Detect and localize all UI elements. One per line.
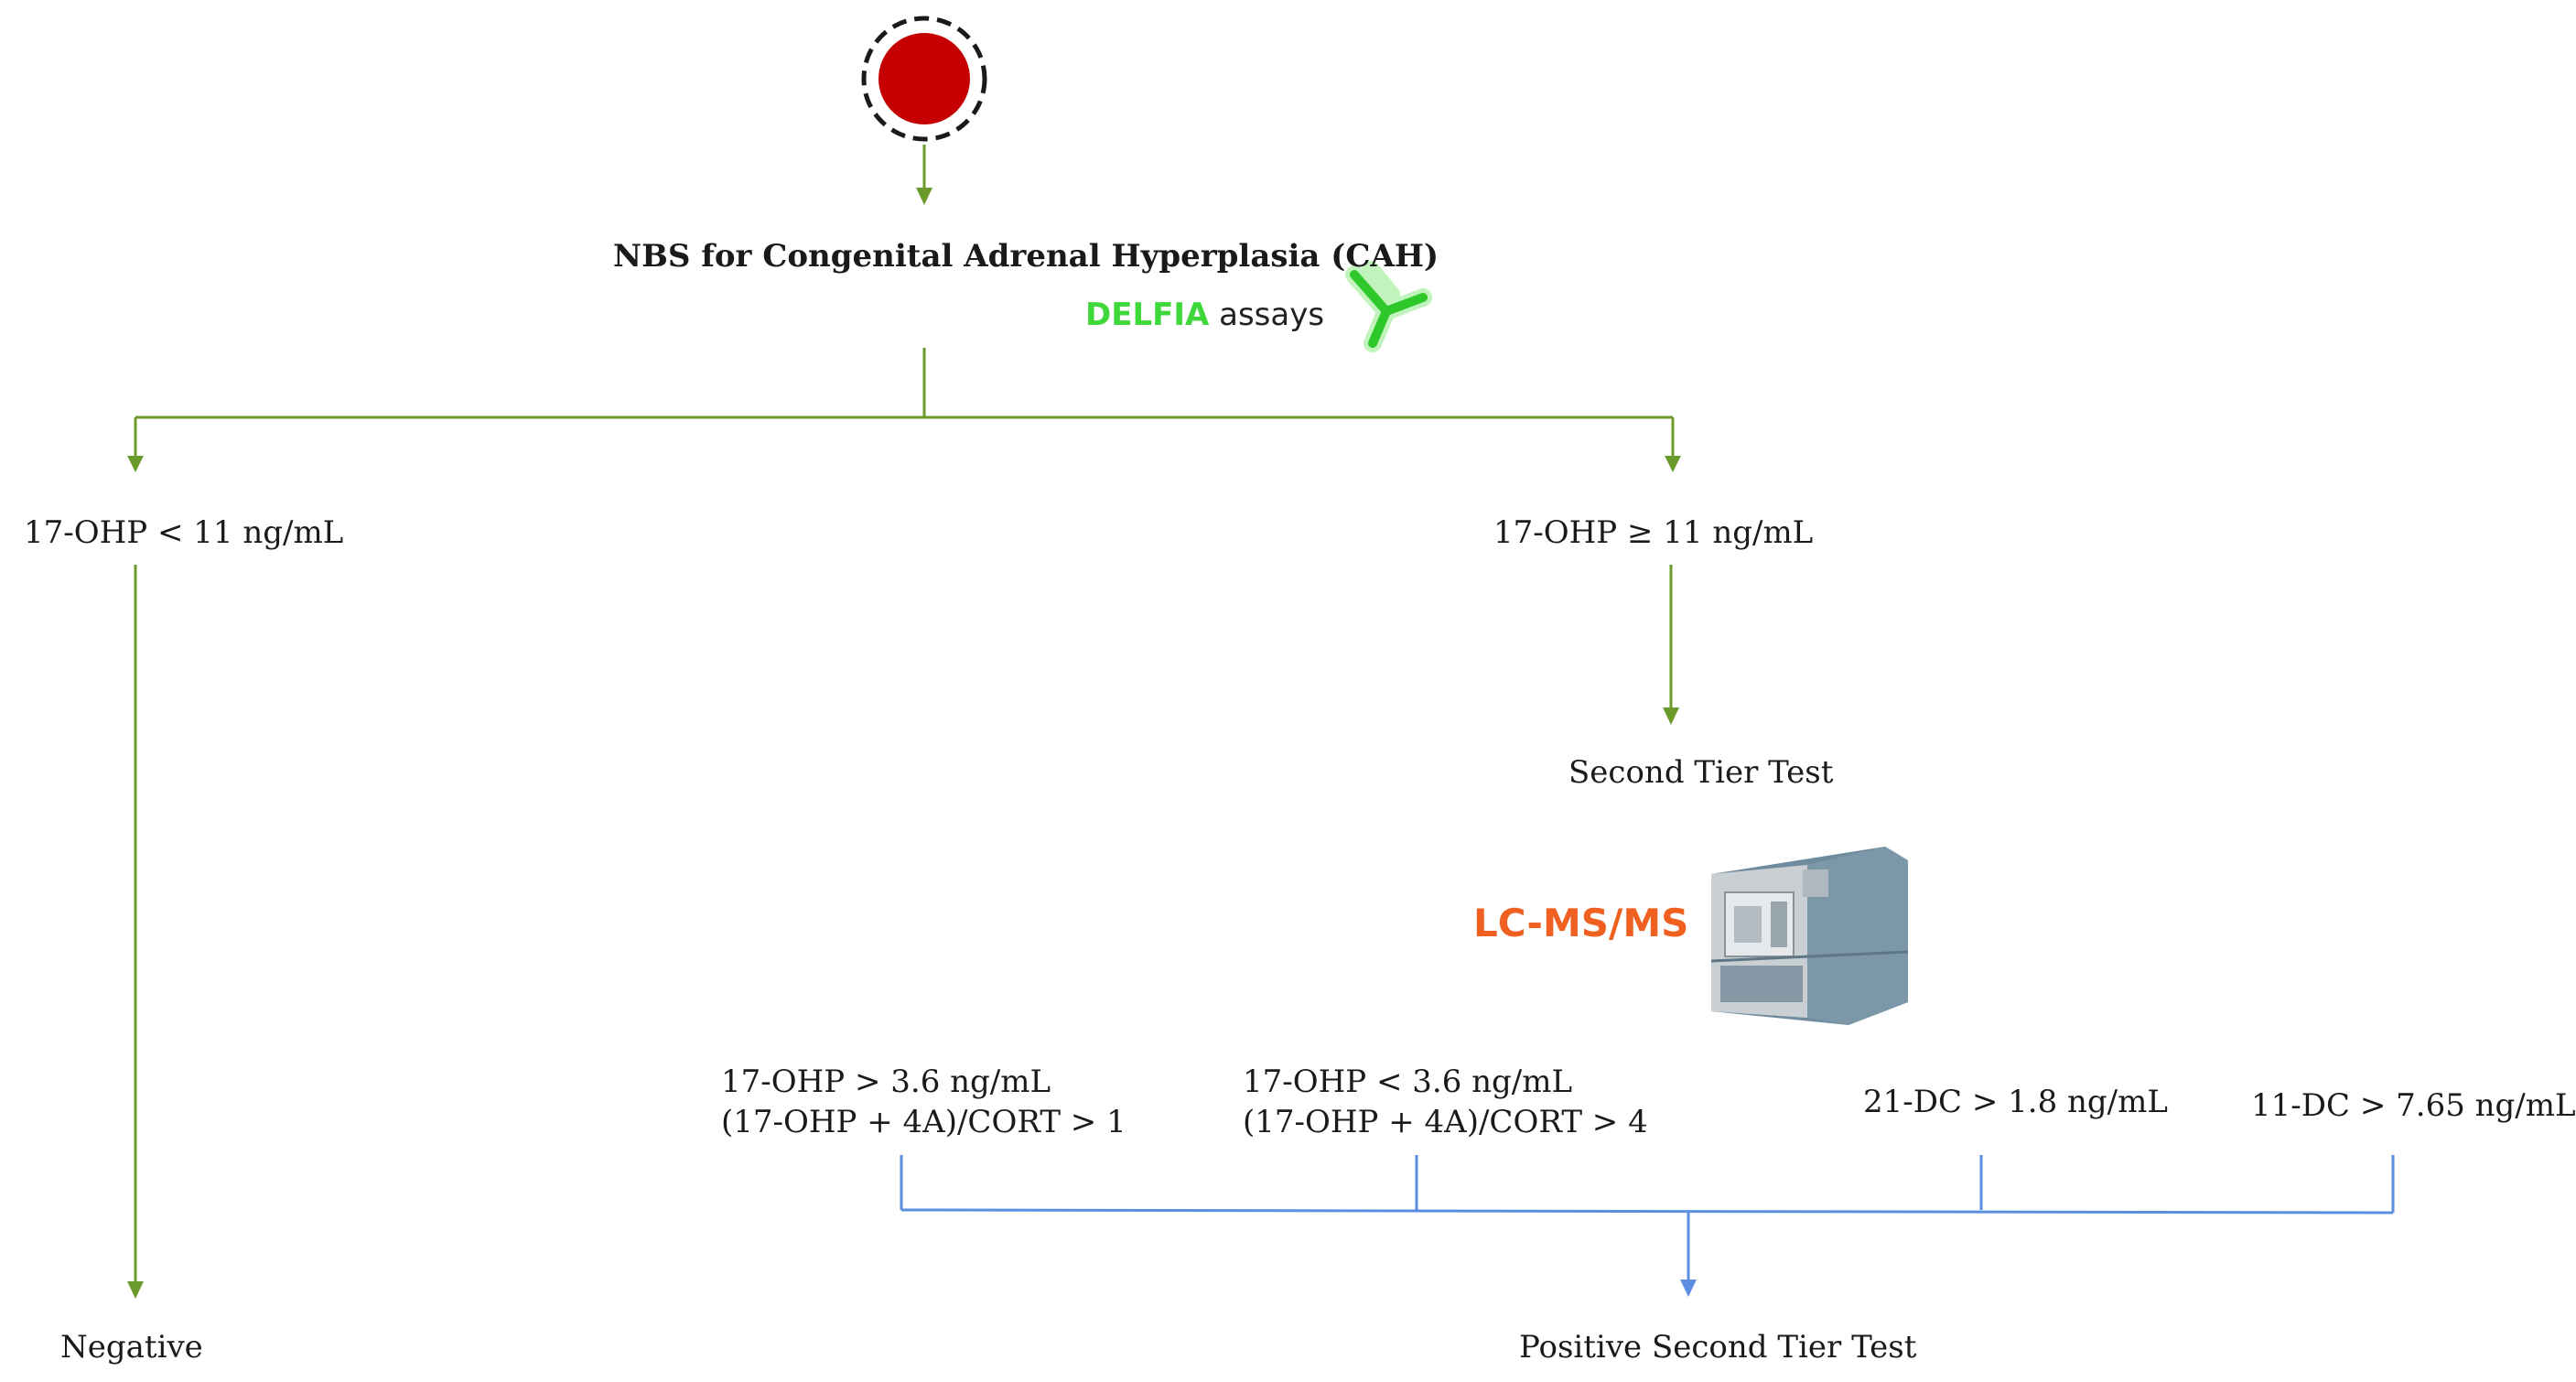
outcome-positive: Positive Second Tier Test [1519,1329,1917,1366]
outcome-negative: Negative [60,1329,203,1366]
criterion-2-line-1: 17-OHP < 3.6 ng/mL [1243,1063,1573,1100]
branch-high-label: 17-OHP ≥ 11 ng/mL [1493,514,1814,551]
antibody-icon [1345,261,1432,352]
branch-low-label: 17-OHP < 11 ng/mL [24,514,344,551]
screening-method-suffix: assays [1219,297,1325,333]
lc-ms-instrument-icon [1710,847,1909,1025]
blood-spot-icon [861,16,987,142]
screening-method: DELFIA assays [1085,295,1324,335]
second-tier-method: LC-MS/MS [1473,901,1689,945]
criterion-1-line-2: (17-OHP + 4A)/CORT > 1 [721,1104,1126,1140]
criterion-2-line-2: (17-OHP + 4A)/CORT > 4 [1243,1104,1648,1140]
diagram-title: NBS for Congenital Adrenal Hyperplasia (… [613,238,1439,275]
criterion-1-line-1: 17-OHP > 3.6 ng/mL [721,1063,1051,1100]
screening-arrowheads [127,188,1681,1299]
criterion-3: 21-DC > 1.8 ng/mL [1863,1084,2168,1120]
screening-connectors [134,145,1675,1281]
second-tier-connectors [900,1155,2395,1279]
second-tier-label: Second Tier Test [1568,754,1834,791]
positive-arrowhead [1680,1279,1697,1297]
screening-method-name: DELFIA [1085,297,1210,333]
criterion-4: 11-DC > 7.65 ng/mL [2251,1087,2576,1124]
